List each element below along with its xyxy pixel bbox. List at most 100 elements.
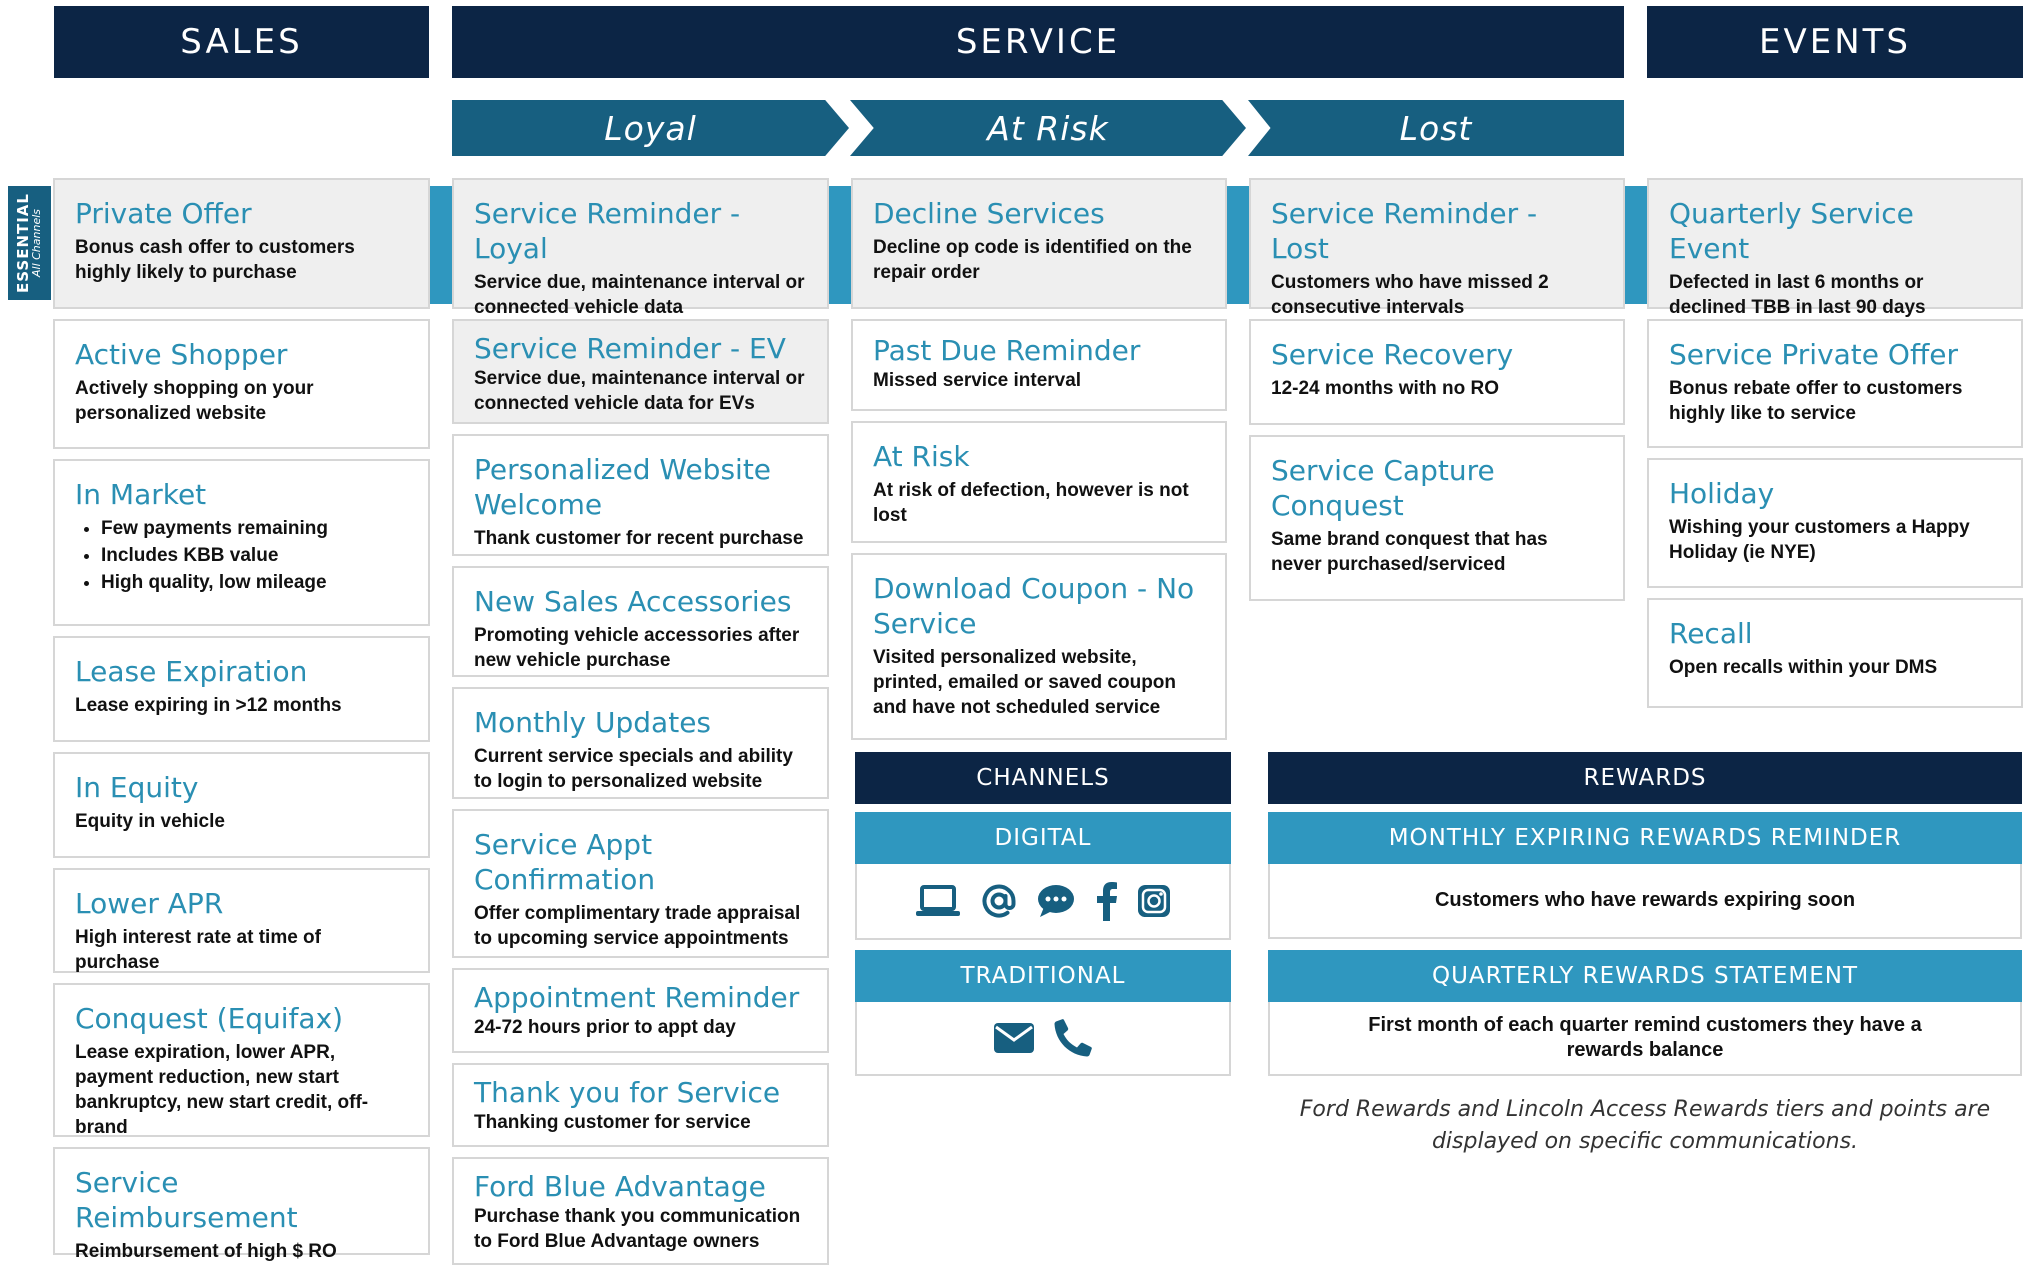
card-description: Lease expiration, lower APR, payment red…	[75, 1042, 369, 1138]
card-title: Conquest (Equifax)	[75, 1002, 344, 1035]
card-title: Service Reminder - Lost	[1271, 197, 1538, 265]
card-description: Thanking customer for service	[474, 1112, 751, 1133]
segment-at-risk-label: At Risk	[987, 108, 1109, 148]
program-card[interactable]: Private Offer Bonus cash offer to custom…	[53, 178, 430, 309]
program-card[interactable]: Service Reminder - Lost Customers who ha…	[1249, 178, 1625, 318]
segment-loyal: Loyal	[452, 100, 849, 156]
program-card[interactable]: Lower APR High interest rate at time of …	[53, 868, 430, 973]
program-card[interactable]: Conquest (Equifax) Lease expiration, low…	[53, 983, 430, 1138]
card-title: In Equity	[75, 771, 199, 804]
program-card[interactable]: Service Reminder - EV Service due, maint…	[452, 319, 829, 424]
essential-tab	[829, 186, 851, 304]
program-card[interactable]: In Equity Equity in vehicle	[53, 752, 430, 858]
bullet-item: High quality, low mileage	[101, 570, 408, 595]
program-card[interactable]: Quarterly Service Event Defected in last…	[1647, 178, 2023, 343]
channels-header: CHANNELS	[855, 752, 1231, 804]
card-description: 12-24 months with no RO	[1271, 378, 1500, 399]
chat-bubble-icon	[1036, 883, 1076, 919]
program-card[interactable]: In Market Few payments remaining Include…	[53, 459, 430, 626]
segment-lost: Lost	[1248, 100, 1624, 156]
at-risk-column: Decline Services Decline op code is iden…	[851, 178, 1227, 740]
program-card[interactable]: Service Capture Conquest Same brand conq…	[1249, 435, 1625, 601]
card-description: High interest rate at time of purchase	[75, 927, 321, 973]
card-title: Appointment Reminder	[474, 981, 800, 1014]
card-title: Ford Blue Advantage	[474, 1170, 766, 1203]
card-description: 24-72 hours prior to appt day	[474, 1017, 736, 1038]
card-description: Missed service interval	[873, 370, 1082, 391]
card-title: Lease Expiration	[75, 655, 308, 688]
card-description: Few payments remaining Includes KBB valu…	[75, 516, 408, 595]
card-description: Equity in vehicle	[75, 811, 225, 832]
card-title: Quarterly Service Event	[1669, 197, 1914, 265]
monthly-rewards-description: Customers who have rewards expiring soon	[1434, 889, 1856, 911]
segment-lost-label: Lost	[1399, 108, 1473, 148]
card-description: Bonus cash offer to customers highly lik…	[75, 237, 355, 283]
rewards-title: REWARDS	[1583, 765, 1707, 791]
envelope-icon	[993, 1022, 1035, 1054]
card-description: Promoting vehicle accessories after new …	[474, 625, 800, 671]
bullet-item: Few payments remaining	[101, 516, 408, 541]
instagram-icon	[1136, 883, 1172, 919]
program-card[interactable]: Personalized Website Welcome Thank custo…	[452, 434, 829, 556]
traditional-header: TRADITIONAL	[855, 950, 1231, 1002]
bullet-item: Includes KBB value	[101, 543, 408, 568]
program-card[interactable]: Recall Open recalls within your DMS	[1647, 598, 2023, 708]
card-title: Holiday	[1669, 477, 1775, 510]
laptop-icon	[914, 883, 962, 919]
card-description: Current service specials and ability to …	[474, 746, 793, 792]
card-title: Service Capture Conquest	[1271, 454, 1495, 522]
lost-column: Service Reminder - Lost Customers who ha…	[1249, 178, 1625, 601]
card-title: Personalized Website Welcome	[474, 453, 772, 521]
card-description: Offer complimentary trade appraisal to u…	[474, 903, 801, 949]
program-card[interactable]: Service Appt Confirmation Offer complime…	[452, 809, 829, 958]
digital-header: DIGITAL	[855, 812, 1231, 864]
monthly-rewards-header: MONTHLY EXPIRING REWARDS REMINDER	[1268, 812, 2022, 864]
program-card[interactable]: Service Reimbursement Reimbursement of h…	[53, 1147, 430, 1262]
program-card[interactable]: Lease Expiration Lease expiring in >12 m…	[53, 636, 430, 742]
program-card[interactable]: New Sales Accessories Promoting vehicle …	[452, 566, 829, 677]
program-card[interactable]: Appointment Reminder 24-72 hours prior t…	[452, 968, 829, 1053]
card-title: Service Recovery	[1271, 338, 1514, 371]
events-column: Quarterly Service Event Defected in last…	[1647, 178, 2023, 708]
at-sign-icon	[980, 882, 1018, 920]
sales-column: Private Offer Bonus cash offer to custom…	[53, 178, 430, 1262]
program-card[interactable]: Ford Blue Advantage Purchase thank you c…	[452, 1157, 829, 1265]
card-title: Active Shopper	[75, 338, 288, 371]
quarterly-rewards-box: First month of each quarter remind custo…	[1268, 1002, 2022, 1076]
service-header: SERVICE	[452, 6, 1624, 78]
program-card[interactable]: Active Shopper Actively shopping on your…	[53, 319, 430, 449]
digital-title: DIGITAL	[994, 825, 1092, 851]
service-header-label: SERVICE	[955, 22, 1121, 62]
rewards-header: REWARDS	[1268, 752, 2022, 804]
card-title: Download Coupon - No Service	[873, 572, 1195, 640]
loyal-column: Service Reminder - Loyal Service due, ma…	[452, 178, 829, 1265]
program-card[interactable]: Service Recovery 12-24 months with no RO	[1249, 319, 1625, 425]
card-description: Bonus rebate offer to customers highly l…	[1669, 378, 1963, 424]
program-card[interactable]: Past Due Reminder Missed service interva…	[851, 319, 1227, 411]
card-title: Private Offer	[75, 197, 252, 230]
sales-header: SALES	[54, 6, 429, 78]
traditional-title: TRADITIONAL	[960, 963, 1126, 989]
card-title: Service Private Offer	[1669, 338, 1958, 371]
program-card[interactable]: Monthly Updates Current service specials…	[452, 687, 829, 799]
quarterly-rewards-header: QUARTERLY REWARDS STATEMENT	[1268, 950, 2022, 1002]
card-title: Monthly Updates	[474, 706, 712, 739]
program-card[interactable]: Holiday Wishing your customers a Happy H…	[1647, 458, 2023, 588]
card-title: In Market	[75, 478, 207, 511]
program-card[interactable]: Service Reminder - Loyal Service due, ma…	[452, 178, 829, 318]
events-header-label: EVENTS	[1758, 22, 1911, 62]
card-title: Thank you for Service	[474, 1076, 781, 1109]
card-description: Reimbursement of high $ RO	[75, 1241, 337, 1262]
card-title: Recall	[1669, 617, 1753, 650]
program-card[interactable]: Download Coupon - No Service Visited per…	[851, 553, 1227, 740]
program-card[interactable]: Thank you for Service Thanking customer …	[452, 1063, 829, 1147]
card-title: Service Reminder - EV	[474, 332, 786, 365]
traditional-icons-box	[855, 1002, 1231, 1076]
program-card[interactable]: At Risk At risk of defection, however is…	[851, 421, 1227, 543]
program-card[interactable]: Decline Services Decline op code is iden…	[851, 178, 1227, 309]
events-header: EVENTS	[1647, 6, 2023, 78]
card-description: Visited personalized website, printed, e…	[873, 647, 1177, 718]
card-description: At risk of defection, however is not los…	[873, 480, 1189, 526]
card-title: Service Reminder - Loyal	[474, 197, 741, 265]
program-card[interactable]: Service Private Offer Bonus rebate offer…	[1647, 319, 2023, 448]
